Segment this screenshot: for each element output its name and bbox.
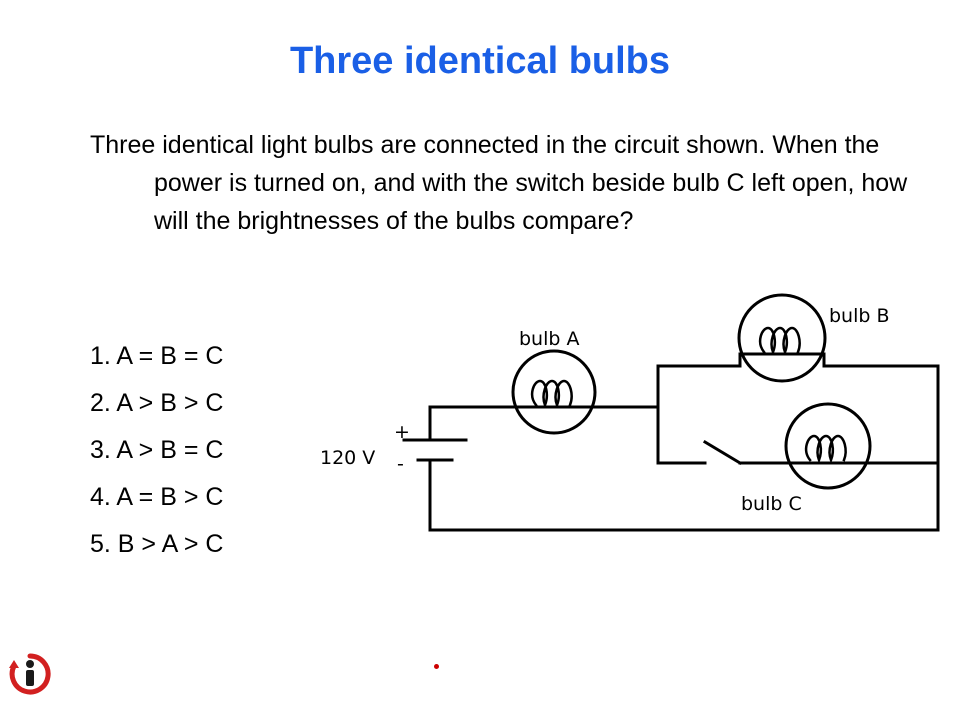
answer-options: 1. A = B = C 2. A > B > C 3. A > B = C 4… [90,333,223,568]
voltage-label: 120 V [320,447,375,469]
bulb-b-label: bulb B [829,305,890,327]
bulb-c-label: bulb C [741,493,802,515]
red-dot-marker [434,664,439,669]
answer-option[interactable]: 1. A = B = C [90,342,224,370]
question-text: Three identical light bulbs are connecte… [90,131,908,235]
answer-option[interactable]: 4. A = B > C [90,483,224,511]
bulb-b [737,293,827,383]
battery-minus-label: - [397,453,404,475]
wire-battery-bottom-return [428,364,940,532]
wire-junction-to-bulb-b [656,364,742,465]
bulb-c [784,402,872,490]
info-logo-icon [9,653,51,695]
answer-option[interactable]: 3. A > B = C [90,436,224,464]
answer-option[interactable]: 5. B > A > C [90,530,224,558]
answer-option[interactable]: 2. A > B > C [90,389,224,417]
slide-title: Three identical bulbs [289,40,671,82]
battery-plus-label: + [394,421,410,443]
bulb-a-label: bulb A [519,328,579,350]
switch-arm [702,439,743,466]
wire-battery-to-bulb-a [428,405,516,442]
bulb-a [511,349,597,435]
